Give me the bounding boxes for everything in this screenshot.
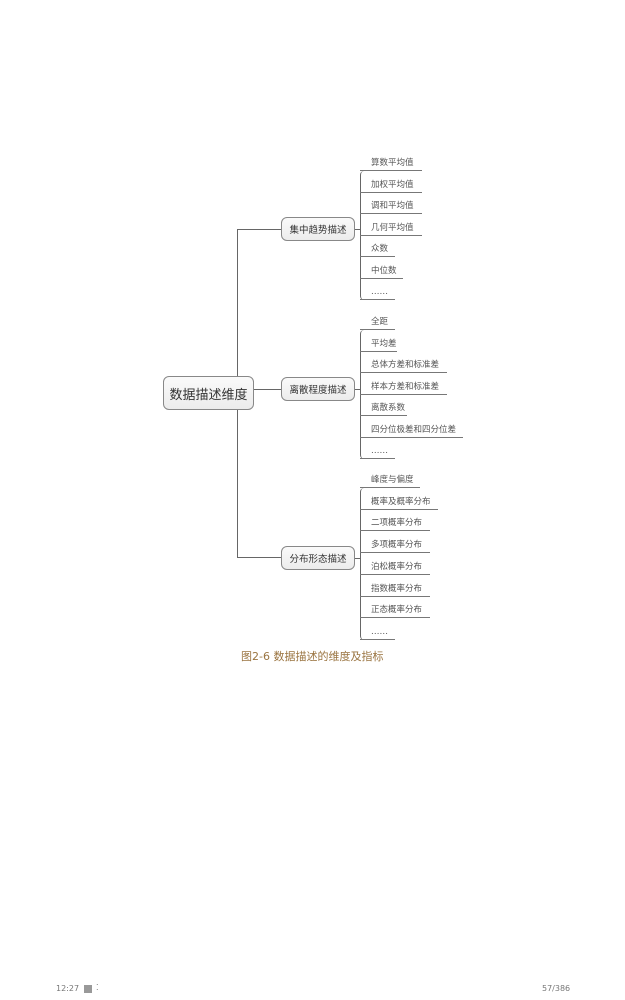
branch-connector (355, 389, 360, 390)
leaf-node: 指数概率分布 (360, 583, 430, 597)
clock: 12:27 (56, 984, 80, 993)
trunk-branch-1 (237, 229, 281, 230)
battery-icon (84, 985, 92, 993)
page-indicator: 57/386 (542, 984, 571, 993)
leaf-node: 算数平均值 (360, 157, 422, 171)
leaf-bracket (360, 330, 367, 459)
leaf-node: 正态概率分布 (360, 604, 430, 619)
leaf-node: 四分位极差和四分位差 (360, 424, 463, 438)
leaf-node: …… (360, 445, 395, 459)
leaf-node: 中位数 (360, 265, 403, 279)
leaf-node: 离散系数 (360, 402, 407, 416)
leaf-node: 加权平均值 (360, 179, 422, 193)
branch-connector (355, 229, 360, 230)
trunk-branch-3 (237, 557, 281, 558)
leaf-node: …… (360, 286, 395, 300)
leaf-node: 平均差 (360, 338, 397, 352)
branch-node: 集中趋势描述 (281, 217, 355, 241)
leaf-node: 概率及概率分布 (360, 496, 438, 510)
leaf-node: 多项概率分布 (360, 539, 430, 554)
leaf-node: 总体方差和标准差 (360, 359, 447, 373)
leaf-node: …… (360, 626, 395, 640)
leaf-node: 样本方差和标准差 (360, 381, 447, 395)
leaf-node: 全距 (360, 316, 395, 330)
leaf-node: 峰度与偏度 (360, 474, 420, 488)
branch-node: 分布形态描述 (281, 546, 355, 570)
root-node: 数据描述维度 (163, 376, 254, 410)
figure-caption: 图2-6 数据描述的维度及指标 (241, 650, 384, 663)
leaf-bracket (360, 488, 367, 640)
leaf-node: 众数 (360, 243, 395, 257)
leaf-bracket (360, 171, 367, 300)
notification-icon: ⁚ (96, 983, 99, 992)
leaf-node: 二项概率分布 (360, 517, 430, 532)
trunk-branch-2 (254, 389, 281, 390)
leaf-node: 泊松概率分布 (360, 561, 430, 575)
leaf-node: 几何平均值 (360, 222, 422, 236)
branch-connector (355, 558, 360, 559)
branch-node: 离散程度描述 (281, 377, 355, 401)
leaf-node: 调和平均值 (360, 200, 422, 214)
